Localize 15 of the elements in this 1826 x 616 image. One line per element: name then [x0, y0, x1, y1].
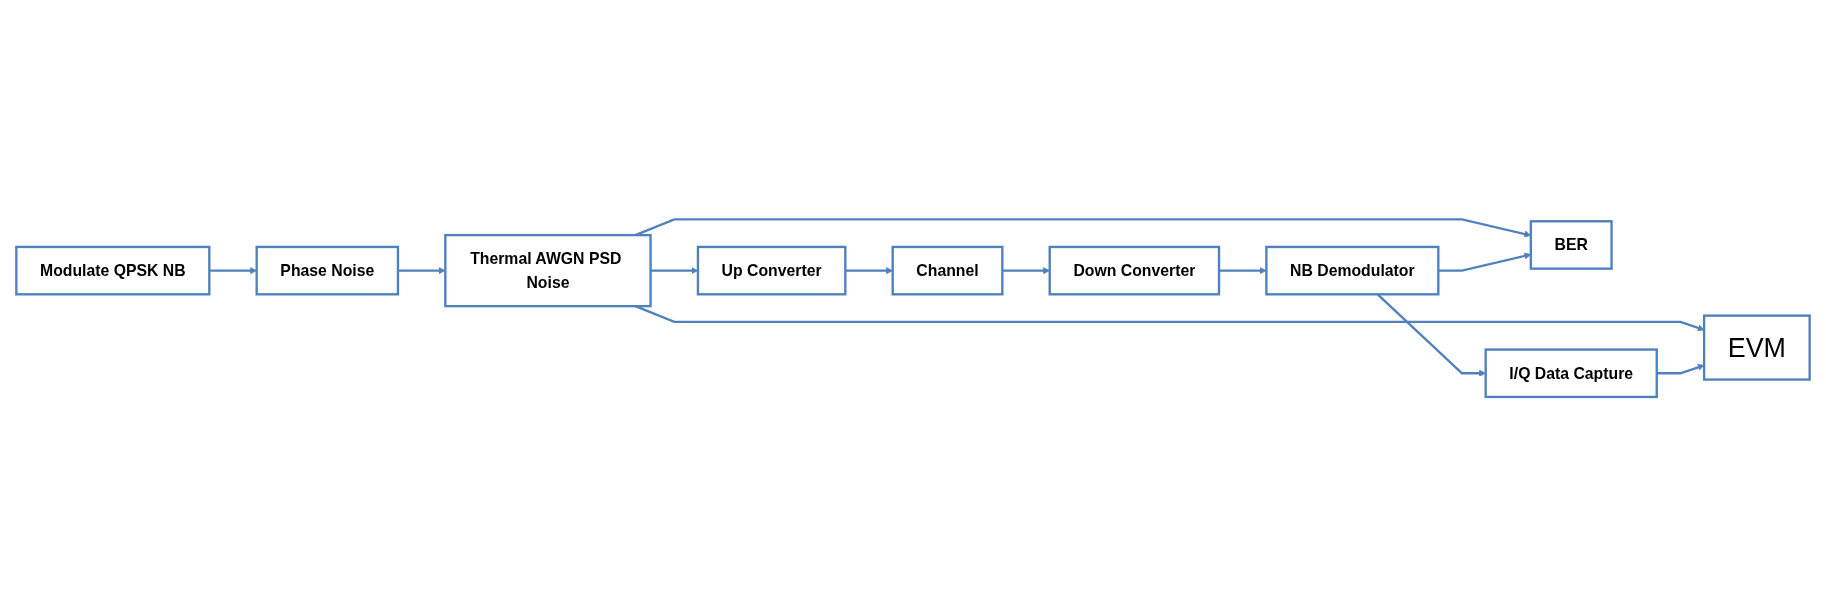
arrow: [845, 267, 893, 274]
node-box: Down Converter: [1048, 245, 1221, 296]
node-box: Phase Noise: [255, 245, 400, 296]
node-box: BER: [1529, 219, 1613, 270]
node-box: NB Demodulator: [1265, 245, 1440, 296]
arrow: [209, 267, 257, 274]
arrow: [1219, 267, 1267, 274]
arrow: [397, 267, 446, 274]
node-box: Modulate QPSK NB: [15, 245, 211, 296]
arrow: [1656, 363, 1705, 375]
node-box: Thermal AWGN PSD Noise: [444, 233, 652, 308]
node-box: EVM: [1702, 314, 1811, 381]
node-box: I/Q Data Capture: [1484, 348, 1658, 398]
node-box: Up Converter: [696, 245, 847, 296]
node-box: Channel: [891, 245, 1004, 296]
